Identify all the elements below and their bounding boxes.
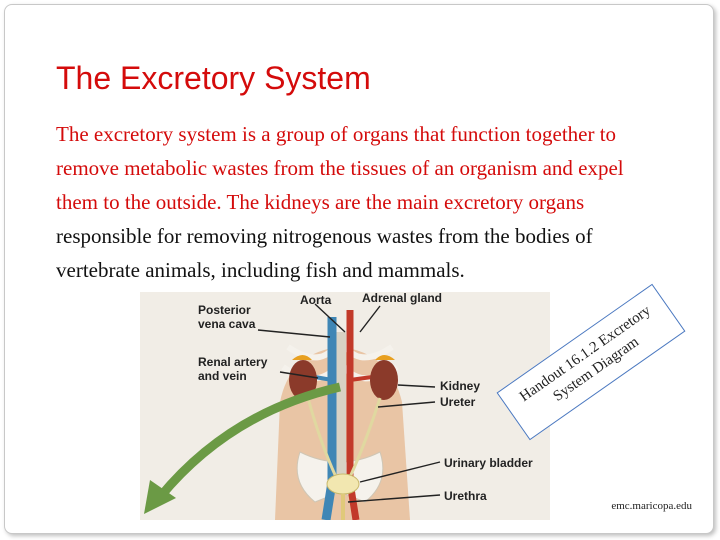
label-urinary-bladder: Urinary bladder [444, 456, 533, 470]
ureter-left [306, 397, 338, 478]
label-adrenal-gland: Adrenal gland [362, 292, 442, 305]
slide-body-text: The excretory system is a group of organ… [56, 117, 666, 287]
leader-lines [257, 303, 441, 503]
label-aorta: Aorta [300, 293, 332, 307]
adrenal-gland-left [292, 355, 312, 360]
kidney-right [370, 360, 398, 400]
label-renal-artery-vein-1: Renal artery [198, 355, 268, 369]
green-arrow-head [144, 480, 176, 514]
adrenal-gland-right [375, 355, 395, 360]
excretory-system-diagram: Aorta Adrenal gland Posterior vena cava … [140, 292, 550, 520]
label-urethra: Urethra [444, 489, 487, 503]
body-text-highlighted: The excretory system is a group of organ… [56, 122, 624, 214]
label-ureter: Ureter [440, 395, 476, 409]
label-posterior-vena-cava-1: Posterior [198, 303, 251, 317]
slide-title: The Excretory System [56, 60, 371, 96]
renal-vessels-right [349, 375, 373, 382]
label-kidney: Kidney [440, 379, 480, 393]
label-posterior-vena-cava-2: vena cava [198, 317, 256, 331]
kidney-left [289, 360, 317, 400]
spine [336, 332, 346, 482]
source-credit: emc.maricopa.edu [611, 500, 692, 512]
green-arrow [156, 382, 341, 500]
body-text-regular: responsible for removing nitrogenous was… [56, 224, 593, 282]
urinary-bladder [326, 473, 360, 495]
ureter-right [348, 397, 382, 478]
label-renal-artery-vein-2: and vein [198, 369, 247, 383]
